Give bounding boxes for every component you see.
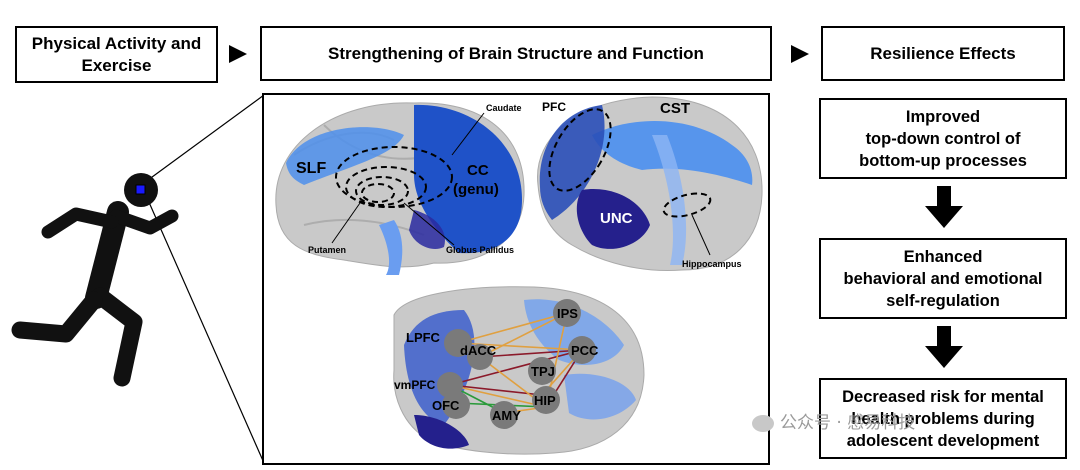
resilience-effects-box: Resilience Effects [821,26,1065,81]
watermark: 公众号 · 感易科技 [752,408,915,433]
pcc-node [568,336,596,364]
resilience-effects-label: Resilience Effects [870,43,1016,63]
brain-medial-view: Caudate SLF CC (genu) Putamen Globus Pal… [275,102,525,275]
runner-arm-back-icon [41,207,119,239]
arrow-right-icon [791,45,809,63]
amy-node [490,401,518,429]
wechat-icon [752,414,774,432]
tpj-label: TPJ [531,364,555,379]
physical-activity-label: Physical Activity and Exercise [31,33,202,75]
zoom-line-bottom [147,199,265,464]
pcc-label: PCC [571,343,599,358]
arrow-right-icon [229,45,247,63]
globus-pallidus-label: Globus Pallidus [446,245,514,255]
cc-genu-label: (genu) [453,181,499,198]
brain-strengthening-label: Strengthening of Brain Structure and Fun… [328,43,704,63]
hip-node [532,386,560,414]
putamen-label: Putamen [308,245,346,255]
runner-leg-back-icon [11,291,103,343]
resilience-text-1: Improved top-down control of bottom-up p… [859,107,1027,170]
brain-network-view: IPS LPFC dACC PCC TPJ vmPFC HIP OFC AMY [393,286,645,455]
runner-figure [11,94,265,464]
brain-strengthening-box: Strengthening of Brain Structure and Fun… [260,26,772,81]
vmpfc-label: vmPFC [394,378,436,392]
ofc-label: OFC [432,398,460,413]
physical-activity-box: Physical Activity and Exercise [15,26,218,83]
runner-arm-front-icon [109,209,179,235]
cst-label: CST [660,100,690,117]
runner-leg-front-icon [91,287,143,387]
resilience-box-1: Improved top-down control of bottom-up p… [819,98,1067,179]
dacc-node [467,344,493,370]
pfc-label: PFC [542,100,566,114]
brain-panel: Caudate SLF CC (genu) Putamen Globus Pal… [262,93,770,465]
caudate-label: Caudate [486,103,522,113]
resilience-box-3: Decreased risk for mental health problem… [819,378,1067,459]
slf-label: SLF [296,160,326,177]
resilience-text-2: Enhanced behavioral and emotional self-r… [843,247,1043,310]
arrow-down-icon [925,186,963,228]
watermark-text: 公众号 · 感易科技 [780,413,916,433]
resilience-text-3: Decreased risk for mental health problem… [842,387,1044,450]
unc-label: UNC [600,210,633,227]
ips-node [553,299,581,327]
lpfc-node [444,329,472,357]
network-nodes: IPS LPFC dACC PCC TPJ vmPFC HIP OFC AMY [394,299,599,429]
hip-label: HIP [534,393,556,408]
cc-label: CC [467,162,489,179]
resilience-box-2: Enhanced behavioral and emotional self-r… [819,238,1067,319]
brain-lateral-view: PFC CST UNC Hippocampus [537,96,763,271]
ips-label: IPS [557,306,578,321]
lpfc-label: LPFC [406,330,441,345]
brain-marker-icon [135,184,146,195]
tpj-node [528,357,556,385]
arrow-down-icon [925,326,963,368]
hippocampus-label: Hippocampus [682,259,742,269]
dacc-label: dACC [460,343,497,358]
brain-illustration: Caudate SLF CC (genu) Putamen Globus Pal… [275,96,763,455]
zoom-line-top [147,94,265,181]
amy-label: AMY [492,408,521,423]
ofc-node [442,391,470,419]
